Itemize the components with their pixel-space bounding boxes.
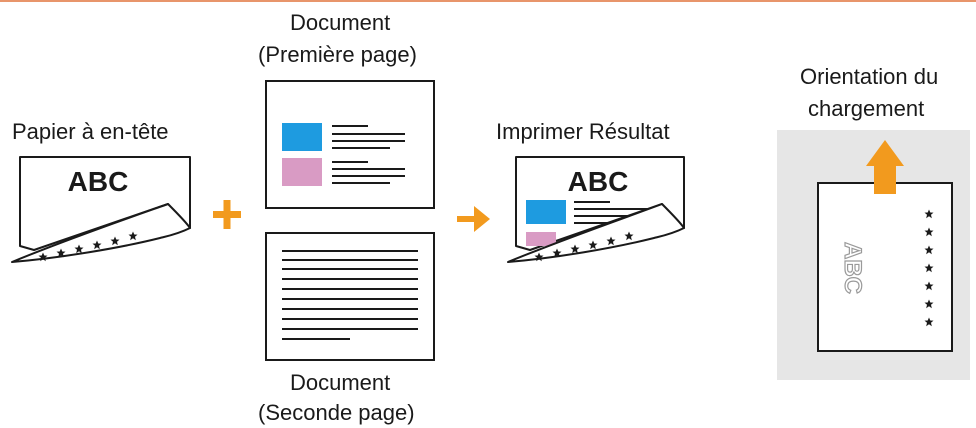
first-page-label-line1: Document xyxy=(290,10,391,35)
result-abc-text: ABC xyxy=(568,166,629,197)
arrow-right-icon xyxy=(457,206,490,232)
letterhead-abc-text: ABC xyxy=(68,166,129,197)
top-divider xyxy=(0,0,976,2)
first-page-document xyxy=(265,80,435,209)
load-orientation-label-line2: chargement xyxy=(808,96,925,121)
feed-direction-arrow-icon xyxy=(866,140,904,194)
first-page-label-line2: (Première page) xyxy=(258,42,417,67)
result-blue-block xyxy=(526,200,566,224)
second-page-label-line1: Document xyxy=(290,370,391,395)
letterhead-paper: ABC xyxy=(11,156,191,263)
print-result-paper: ABC xyxy=(507,156,685,263)
mirrored-abc-text: ABC xyxy=(839,242,866,294)
print-result-label: Imprimer Résultat xyxy=(496,119,670,144)
letterhead-label: Papier à en-tête xyxy=(12,119,169,144)
result-pink-block xyxy=(526,232,556,246)
plus-icon xyxy=(213,200,241,229)
load-orientation-panel: ABC xyxy=(777,130,970,380)
second-page-document xyxy=(265,232,435,361)
second-page-label-line2: (Seconde page) xyxy=(258,400,415,425)
blue-image-block xyxy=(282,123,322,151)
pink-image-block xyxy=(282,158,322,186)
load-orientation-label-line1: Orientation du xyxy=(800,64,939,89)
